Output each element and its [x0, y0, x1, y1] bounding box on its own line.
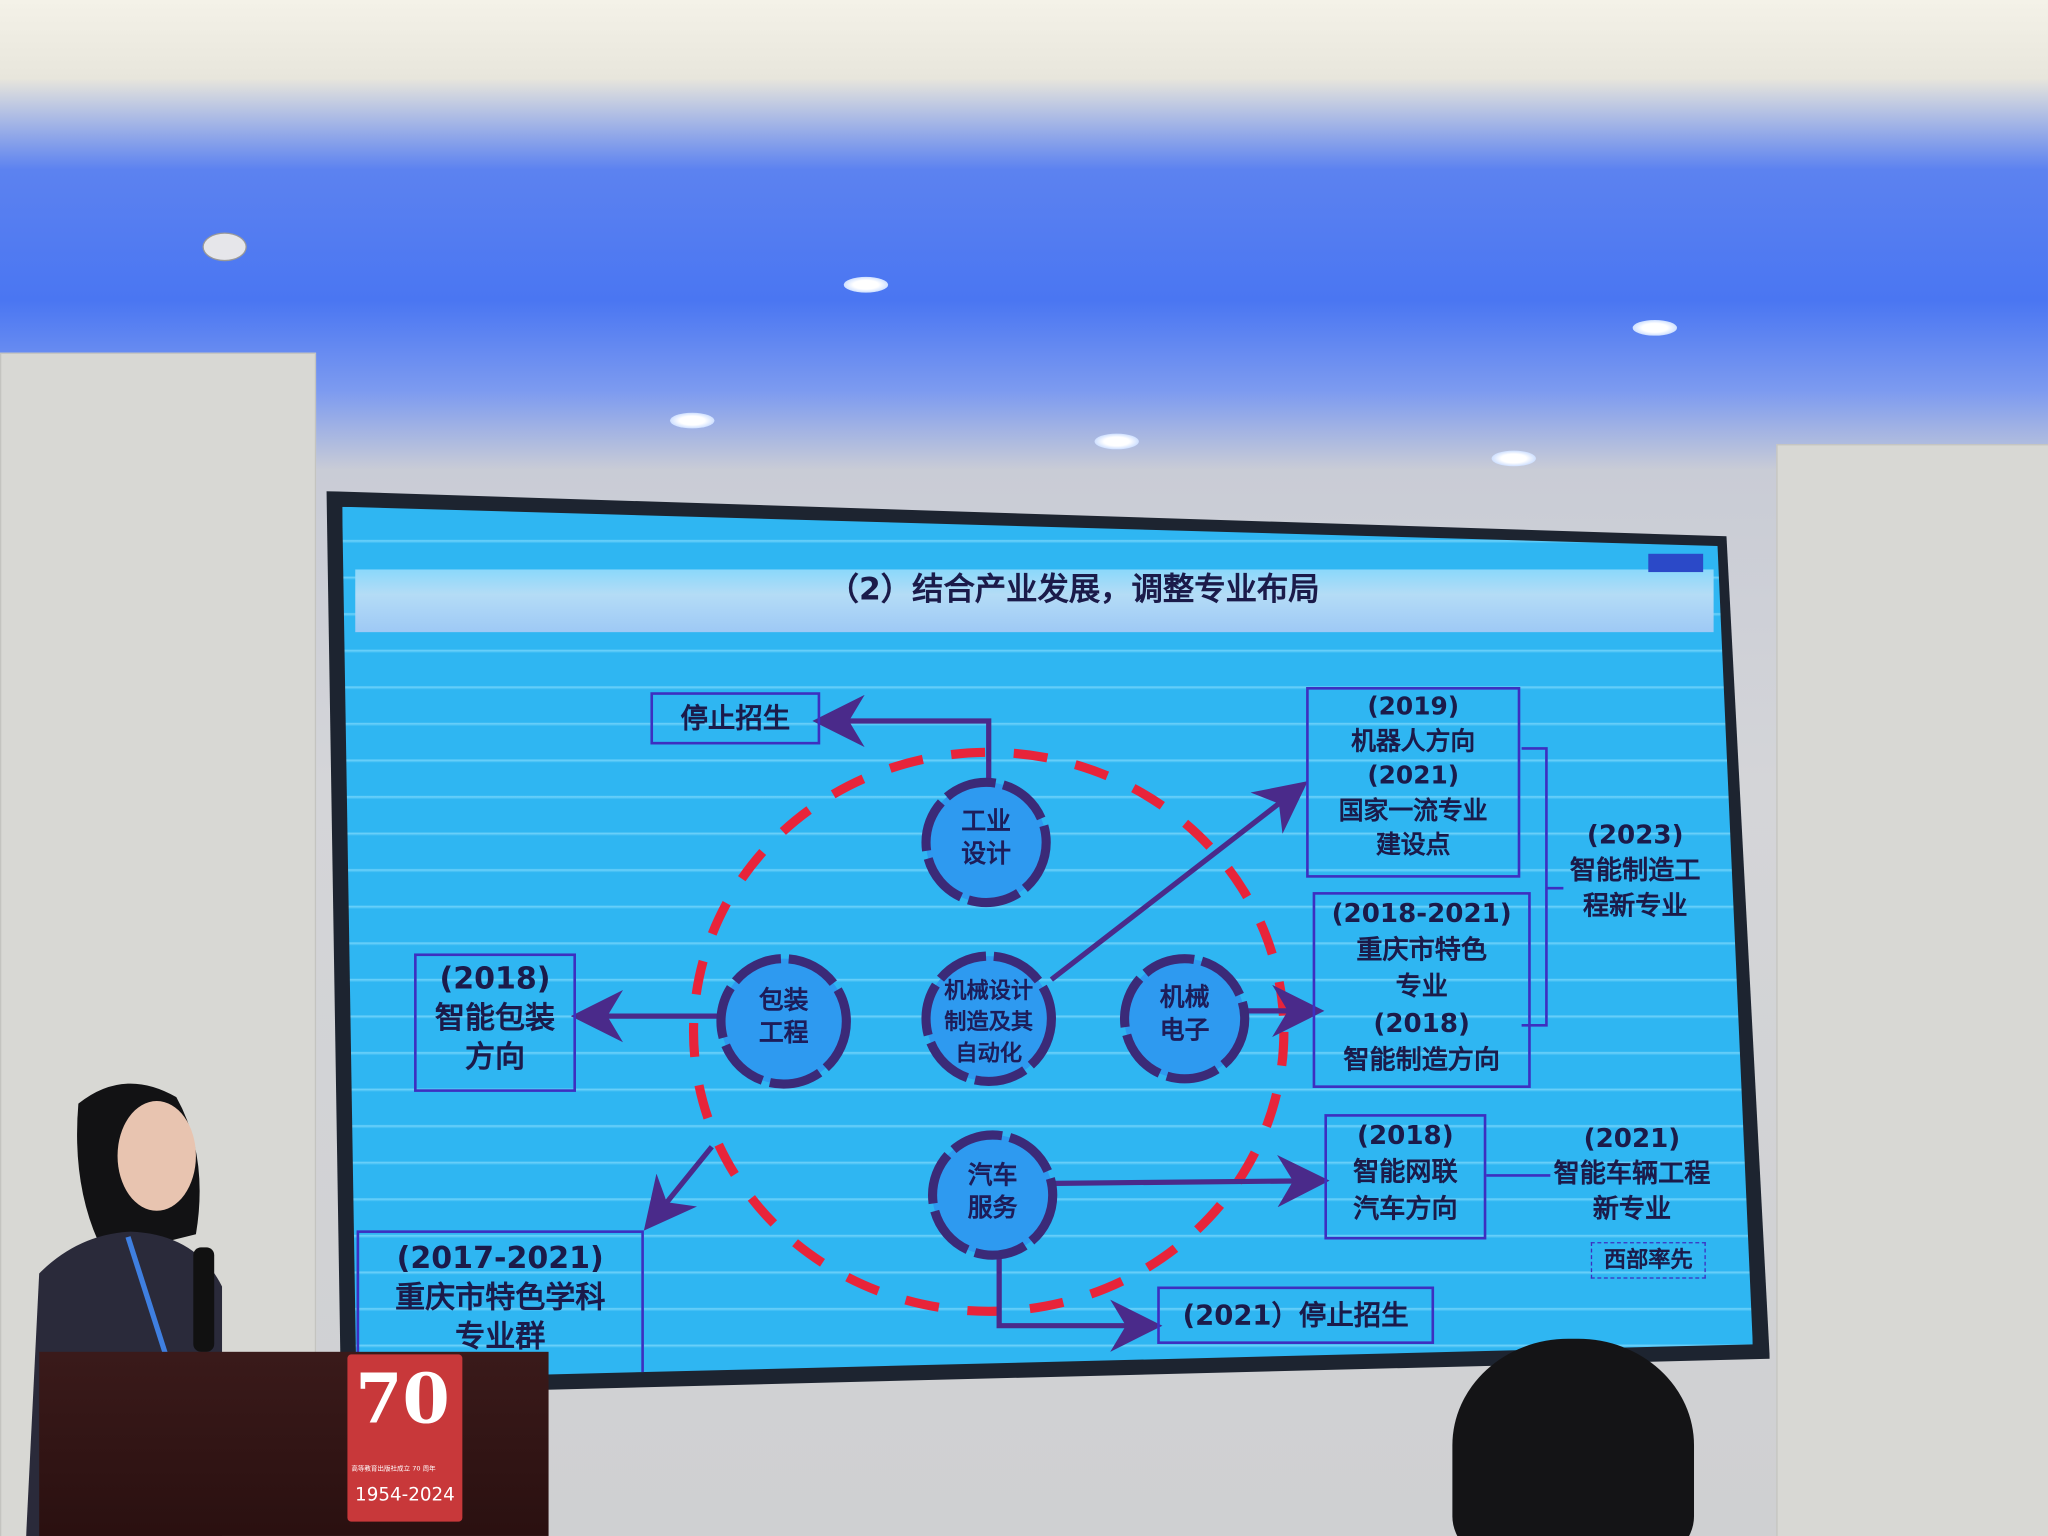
- node-label: 自动化: [955, 1040, 1023, 1067]
- node-industrial-design: [921, 777, 1051, 908]
- wall-panel: [1776, 444, 2048, 1536]
- node-label: 设计: [961, 839, 1011, 869]
- node-label: 电子: [1159, 1015, 1210, 1045]
- ceiling-light: [843, 276, 889, 293]
- badge-number: 70: [355, 1359, 450, 1440]
- diagram-lines: [570, 694, 1564, 1352]
- node-packaging: [716, 954, 851, 1089]
- node-auto-service: [927, 1130, 1058, 1260]
- stop-enroll-2021-box: (2021）停止招生: [1157, 1286, 1435, 1344]
- node-label: 机械: [1159, 983, 1210, 1013]
- node-label: 制造及其: [944, 1009, 1034, 1036]
- bracket: [1521, 747, 1564, 1027]
- node-mechanical: [921, 951, 1056, 1087]
- arrow-to-stop: [812, 694, 992, 784]
- new-major-2023: (2023)智能制造工程新专业: [1569, 818, 1701, 921]
- audience-head: [1452, 1338, 1695, 1536]
- smoke-detector-icon: [202, 232, 247, 262]
- podium: [39, 1351, 549, 1536]
- node-mechatronics: [1119, 954, 1250, 1084]
- arrow-to-connected-car: [1055, 1155, 1330, 1208]
- badge-years: 1954-2024: [355, 1485, 455, 1506]
- node-label: 机械设计: [944, 978, 1034, 1005]
- node-label: 包装: [758, 986, 809, 1015]
- vehicle-engineering-2021: (2021)智能车辆工程新专业: [1553, 1121, 1711, 1224]
- ceiling-light: [1491, 450, 1536, 467]
- node-label: 工业: [961, 807, 1011, 836]
- arrow-to-robot: [1049, 781, 1308, 982]
- badge-caption: 高等教育出版社成立 70 周年: [351, 1465, 436, 1474]
- arrow-to-stop-2021: [996, 1257, 1163, 1352]
- west-first-tag: 西部率先: [1590, 1242, 1706, 1279]
- node-label: 汽车: [967, 1161, 1018, 1190]
- slide-title: （2）结合产业发展，调整专业布局: [827, 570, 1320, 608]
- chongqing-feature-box: (2018-2021)重庆市特色专业(2018)智能制造方向: [1312, 892, 1531, 1088]
- node-label: 服务: [967, 1193, 1018, 1223]
- arrow-to-discipline: [643, 1145, 714, 1231]
- corner-mark: [1648, 553, 1704, 573]
- ceiling-light: [1094, 433, 1139, 450]
- presentation-slide: （2）结合产业发展，调整专业布局: [342, 506, 1753, 1380]
- title-banner: [355, 569, 1714, 633]
- stop-enroll-box: 停止招生: [650, 692, 821, 745]
- connected-car-box: (2018)智能网联汽车方向: [1324, 1114, 1487, 1240]
- packaging-direction-box: (2018)智能包装方向: [414, 953, 576, 1092]
- ceiling-light: [1632, 319, 1678, 336]
- robot-direction-box: (2019)机器人方向(2021)国家一流专业建设点: [1306, 687, 1521, 878]
- anniversary-badge: 70 高等教育出版社成立 70 周年 1954-2024: [347, 1354, 463, 1522]
- node-label: 工程: [758, 1018, 809, 1048]
- ceiling-light: [670, 412, 715, 429]
